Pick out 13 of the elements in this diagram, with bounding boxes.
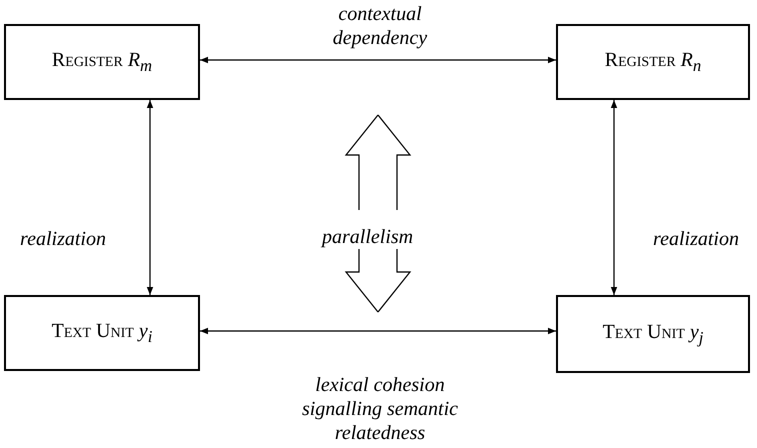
register-box xyxy=(556,24,750,100)
register-box xyxy=(556,295,750,373)
register-box xyxy=(4,24,200,100)
double-arrow xyxy=(200,56,556,64)
box-label: Register R$_{m}$ xyxy=(52,48,152,76)
box-label: Text Unit y$_{i}$ xyxy=(52,320,152,346)
double-arrow xyxy=(146,100,154,295)
double-arrow xyxy=(200,328,556,334)
relation-label: parallelism xyxy=(322,226,414,249)
register-box xyxy=(4,295,200,371)
box-label: Text Unit y$_{j}$ xyxy=(602,320,704,348)
double-arrow xyxy=(610,100,618,295)
box-label: Register R$_{n}$ xyxy=(604,48,702,76)
